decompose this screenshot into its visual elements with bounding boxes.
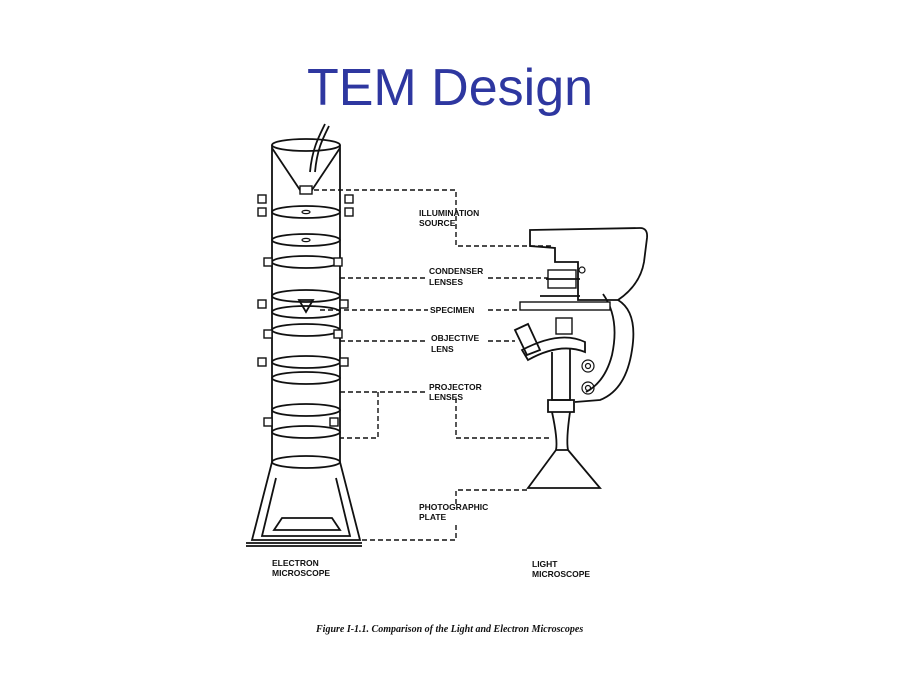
label-illumination-1: ILLUMINATION xyxy=(419,208,479,218)
label-electron-2: MICROSCOPE xyxy=(272,568,330,578)
label-electron-1: ELECTRON xyxy=(272,558,319,568)
label-photographic-1: PHOTOGRAPHIC xyxy=(419,502,488,512)
label-photographic-2: PLATE xyxy=(419,512,447,522)
label-projector-1: PROJECTOR xyxy=(429,382,482,392)
label-condenser-2: LENSES xyxy=(429,277,463,287)
label-light-1: LIGHT xyxy=(532,559,558,569)
label-specimen: SPECIMEN xyxy=(430,305,474,315)
figure-caption: Figure I-1.1. Comparison of the Light an… xyxy=(315,624,583,635)
label-condenser-1: CONDENSER xyxy=(429,266,483,276)
diagram-labels: ILLUMINATION SOURCE CONDENSER LENSES SPE… xyxy=(272,208,590,635)
label-projector-2: LENSES xyxy=(429,392,463,402)
label-objective-2: LENS xyxy=(431,344,454,354)
slide-title: TEM Design xyxy=(306,59,594,117)
electron-microscope-drawing xyxy=(246,123,362,547)
label-light-2: MICROSCOPE xyxy=(532,569,590,579)
label-objective-1: OBJECTIVE xyxy=(431,333,480,343)
light-microscope-drawing xyxy=(513,227,649,489)
label-illumination-2: SOURCE xyxy=(419,218,456,228)
connector-lines xyxy=(314,189,552,541)
